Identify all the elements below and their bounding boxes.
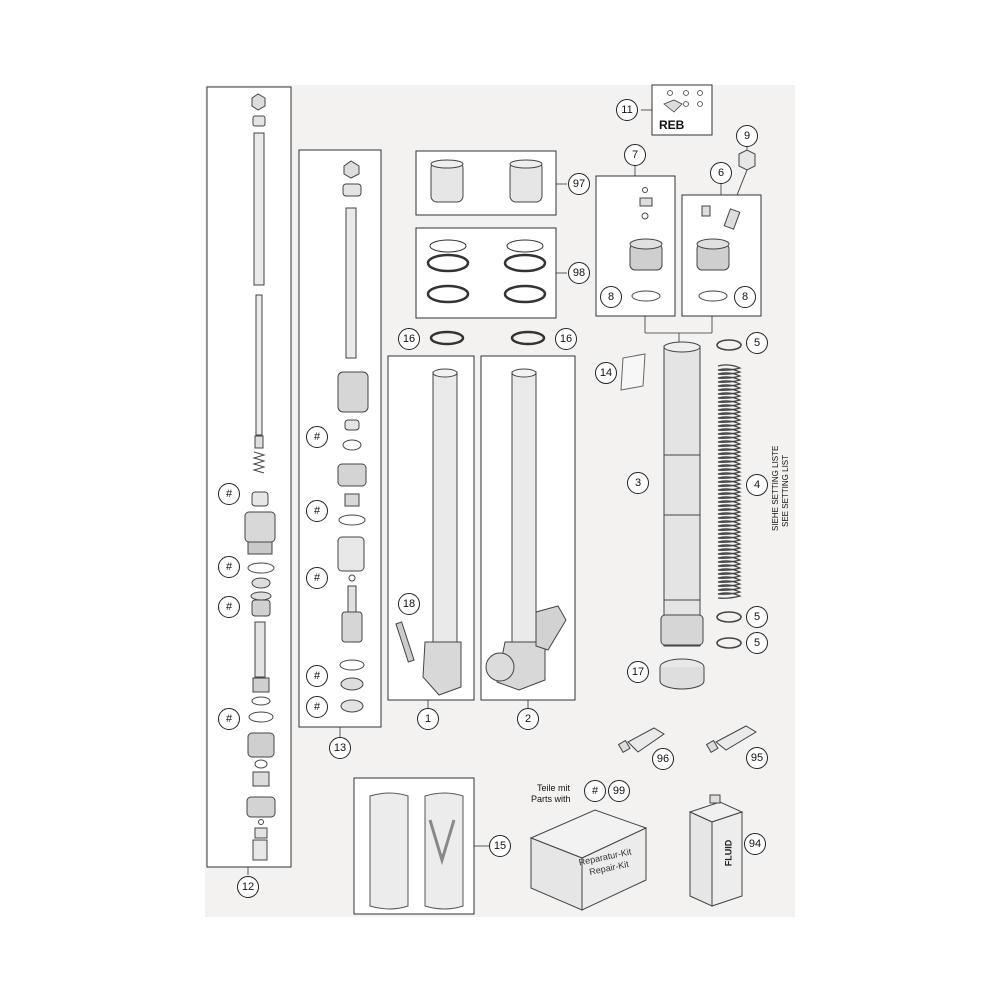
hash-callout-12b: # bbox=[218, 556, 240, 578]
hash-callout-12a: # bbox=[218, 483, 240, 505]
callout-96: 96 bbox=[652, 748, 674, 770]
teile-mit-label: Teile mit bbox=[537, 783, 571, 793]
callout-13: 13 bbox=[329, 737, 351, 759]
setting-list-en: SEE SETTING LIST bbox=[781, 454, 790, 527]
callout-14: 14 bbox=[595, 362, 617, 384]
spring-4 bbox=[717, 364, 742, 599]
callout-17: 17 bbox=[627, 661, 649, 683]
callout-98: 98 bbox=[568, 262, 590, 284]
damper-parts-13 bbox=[337, 160, 369, 713]
setting-list-de: SIEHE SETTING LISTE bbox=[771, 445, 780, 531]
reb-parts-11 bbox=[663, 90, 703, 113]
parts-with-label: Parts with bbox=[531, 794, 571, 804]
box-98 bbox=[415, 227, 557, 319]
sticker-14 bbox=[620, 353, 646, 391]
callout-5-bottom: 5 bbox=[746, 632, 768, 654]
hash-callout-13c: # bbox=[306, 567, 328, 589]
repair-kit-box bbox=[529, 809, 648, 911]
inner-tube-3 bbox=[660, 341, 704, 647]
callout-15: 15 bbox=[489, 835, 511, 857]
outer-tubes bbox=[395, 368, 567, 696]
callout-11: 11 bbox=[616, 99, 638, 121]
callout-6: 6 bbox=[710, 162, 732, 184]
callout-95: 95 bbox=[746, 747, 768, 769]
callout-4: 4 bbox=[746, 474, 768, 496]
callout-16-left: 16 bbox=[398, 328, 420, 350]
reb-label: REB bbox=[659, 118, 685, 132]
callout-94: 94 bbox=[744, 833, 766, 855]
hash-callout-13b: # bbox=[306, 500, 328, 522]
callout-99: 99 bbox=[608, 780, 630, 802]
callout-1: 1 bbox=[417, 708, 439, 730]
callout-5-top: 5 bbox=[746, 332, 768, 354]
callout-18: 18 bbox=[398, 593, 420, 615]
fluid-can-94 bbox=[688, 794, 744, 907]
callout-8-right: 8 bbox=[734, 286, 756, 308]
fluid-label: FLUID bbox=[723, 839, 734, 867]
sleeves-15 bbox=[369, 792, 464, 910]
callout-2: 2 bbox=[517, 708, 539, 730]
seals-98 bbox=[426, 239, 547, 304]
hash-callout-99: # bbox=[584, 780, 606, 802]
callout-12: 12 bbox=[237, 876, 259, 898]
nut-17 bbox=[659, 658, 705, 690]
leader-lines bbox=[247, 109, 748, 875]
cartridge-parts-12 bbox=[244, 93, 276, 861]
grease-tubes bbox=[617, 725, 757, 754]
hash-callout-13d: # bbox=[306, 665, 328, 687]
callout-9: 9 bbox=[736, 125, 758, 147]
callout-16-right: 16 bbox=[555, 328, 577, 350]
callout-97: 97 bbox=[568, 173, 590, 195]
hash-callout-12c: # bbox=[218, 596, 240, 618]
o-rings-16 bbox=[429, 330, 546, 346]
callout-5-middle: 5 bbox=[746, 606, 768, 628]
callout-3: 3 bbox=[627, 472, 649, 494]
hash-callout-13a: # bbox=[306, 426, 328, 448]
fork-caps bbox=[629, 149, 756, 302]
callout-8-left: 8 bbox=[600, 286, 622, 308]
spacers-5 bbox=[716, 339, 742, 649]
hash-callout-12d: # bbox=[218, 708, 240, 730]
callout-7: 7 bbox=[624, 144, 646, 166]
hash-callout-13e: # bbox=[306, 696, 328, 718]
bushings-97 bbox=[430, 159, 543, 203]
